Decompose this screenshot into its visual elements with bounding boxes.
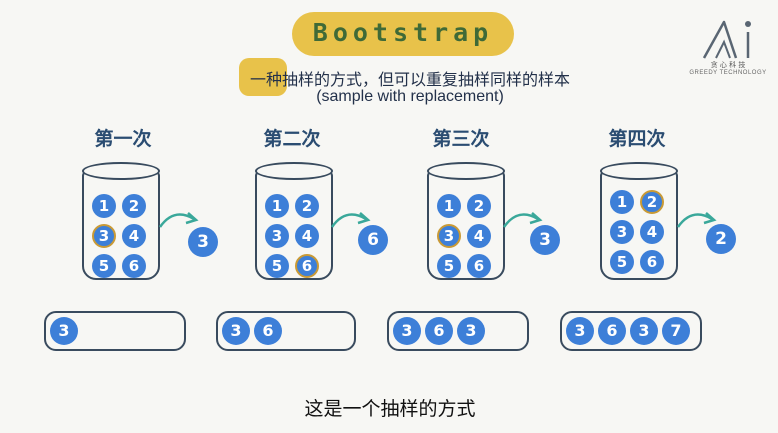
cup-4: 1 2 3 4 5 6: [600, 162, 678, 280]
ball: 6: [467, 254, 491, 278]
bag-ball: 3: [393, 317, 421, 345]
panel-title-1: 第一次: [94, 128, 152, 150]
panel-title-2: 第二次: [263, 128, 321, 150]
curved-arrow-icon: [330, 212, 371, 228]
cup-rim: [255, 162, 333, 180]
ball: 3: [610, 220, 634, 244]
sample-bag-1: 3: [44, 311, 186, 351]
ball: 5: [92, 254, 116, 278]
subtitle: 一种抽样的方式，但可以重复抽样同样的样本: [200, 58, 620, 96]
subtitle-text: 一种抽样的方式，但可以重复抽样同样的样本: [249, 70, 570, 89]
ball: 2: [295, 194, 319, 218]
ball: 2: [467, 194, 491, 218]
ball: 4: [467, 224, 491, 248]
logo-cn-text: 贪 心 科 技: [710, 61, 746, 69]
cup-3: 1 2 3 4 5 6: [427, 162, 505, 280]
curved-arrow-icon: [502, 212, 543, 228]
cup-2: 1 2 3 4 5 6: [255, 162, 333, 280]
drawn-ball: 6: [358, 225, 388, 255]
cup-rim: [427, 162, 505, 180]
ball: 1: [265, 194, 289, 218]
curved-arrow-icon: [676, 212, 717, 228]
ball: 6: [640, 250, 664, 274]
cup-rim: [600, 162, 678, 180]
panel-title-4: 第四次: [608, 128, 666, 150]
bag-ball: 3: [630, 317, 658, 345]
title-highlight: [292, 12, 514, 56]
ball: 5: [610, 250, 634, 274]
ball: 6: [122, 254, 146, 278]
cup-rim: [82, 162, 160, 180]
ball-picked: 3: [437, 224, 461, 248]
bag-ball: 6: [598, 317, 626, 345]
bag-ball: 3: [222, 317, 250, 345]
drawn-ball: 2: [706, 224, 736, 254]
ball: 1: [437, 194, 461, 218]
drawn-ball: 3: [188, 227, 218, 257]
bag-ball: 7: [662, 317, 690, 345]
bag-ball: 6: [254, 317, 282, 345]
ball: 3: [265, 224, 289, 248]
ball: 5: [265, 254, 289, 278]
logo-en-text: GREEDY TECHNOLOGY: [689, 70, 767, 76]
ball: 4: [295, 224, 319, 248]
ball: 1: [92, 194, 116, 218]
ball: 4: [640, 220, 664, 244]
ball-picked: 2: [640, 190, 664, 214]
page-title: Bootstrap: [312, 18, 494, 47]
ball: 4: [122, 224, 146, 248]
panel-title-3: 第三次: [432, 128, 490, 150]
drawn-ball: 3: [530, 225, 560, 255]
bag-ball: 3: [457, 317, 485, 345]
ball: 2: [122, 194, 146, 218]
ball: 1: [610, 190, 634, 214]
cup-1: 1 2 3 4 5 6: [82, 162, 160, 280]
ball: 5: [437, 254, 461, 278]
ai-logo-icon: [702, 20, 751, 59]
bag-ball: 6: [425, 317, 453, 345]
bag-ball: 3: [50, 317, 78, 345]
ball-picked: 3: [92, 224, 116, 248]
ball-picked: 6: [295, 254, 319, 278]
title-badge: Bootstrap: [292, 12, 514, 56]
curved-arrow-icon: [158, 212, 199, 228]
bag-ball: 3: [566, 317, 594, 345]
subtitle-caption: 这是一个抽样的方式: [304, 398, 476, 420]
subtitle-english: (sample with replacement): [316, 88, 504, 105]
